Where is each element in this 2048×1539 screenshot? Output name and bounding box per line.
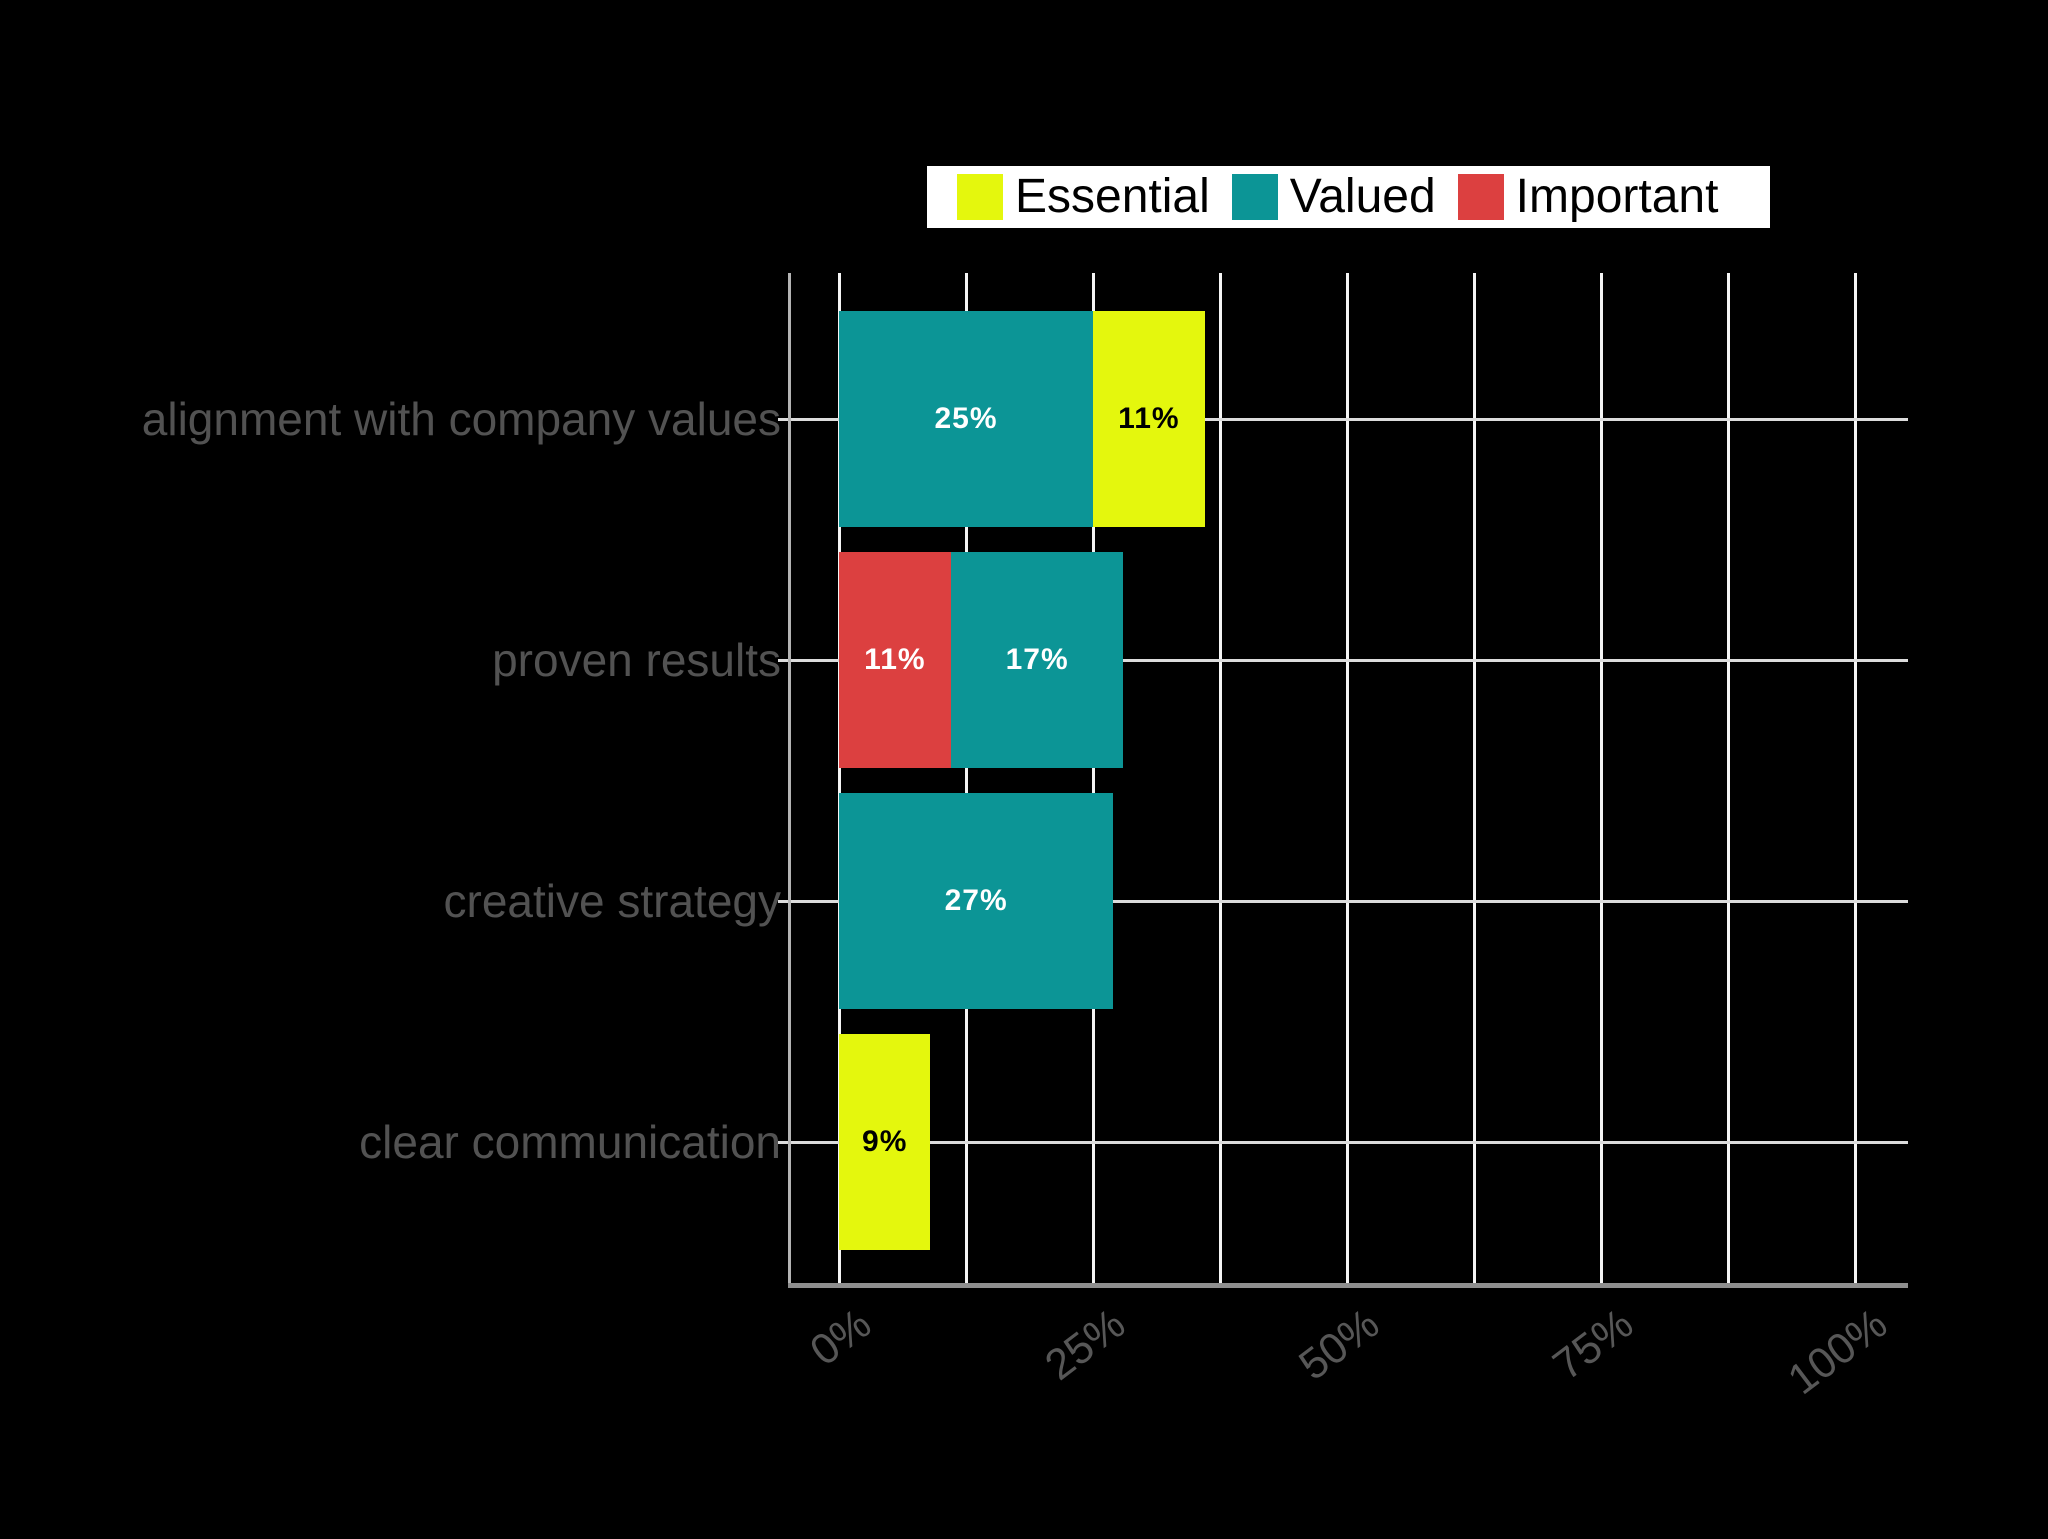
legend-label: Essential <box>1015 170 1210 223</box>
gridline-horizontal <box>778 900 1908 903</box>
bar-segment: 9% <box>839 1034 931 1250</box>
gridline-horizontal <box>778 659 1908 662</box>
legend-item: Valued <box>1231 170 1436 223</box>
category-label: proven results <box>492 634 781 686</box>
legend-swatch-important <box>1457 174 1504 220</box>
bar-segment: 11% <box>839 552 951 768</box>
legend-item: Important <box>1457 170 1719 223</box>
gridline-vertical <box>1854 273 1857 1285</box>
bar-segment: 25% <box>839 311 1093 527</box>
gridline-vertical <box>965 273 968 1285</box>
category-label: clear communication <box>359 1116 781 1168</box>
legend-swatch-essential <box>957 174 1003 220</box>
x-tick-label: 25% <box>1036 1299 1135 1390</box>
x-tick-label: 100% <box>1779 1299 1897 1405</box>
legend-item: Essential <box>957 173 1210 221</box>
gridline-vertical <box>1092 273 1095 1285</box>
bar-segment: 27% <box>839 793 1114 1009</box>
gridline-vertical <box>1219 273 1222 1285</box>
gridline-horizontal <box>778 1141 1908 1144</box>
x-tick-label: 50% <box>1290 1299 1389 1390</box>
legend-label: Valued <box>1289 170 1436 223</box>
bar-value-label: 17% <box>1005 643 1069 676</box>
gridline-vertical <box>1346 273 1349 1285</box>
gridline-vertical <box>1600 273 1603 1285</box>
gridline-vertical <box>1727 273 1730 1285</box>
x-axis-line <box>788 1283 1908 1288</box>
bar-value-label: 9% <box>862 1125 908 1158</box>
gridline-vertical <box>1473 273 1476 1285</box>
x-tick-label: 0% <box>801 1299 881 1376</box>
bar-value-label: 27% <box>944 884 1008 917</box>
gridline-vertical <box>838 273 841 1285</box>
legend-label: Important <box>1515 170 1719 223</box>
category-label: creative strategy <box>443 875 781 927</box>
bar-segment: 11% <box>1093 311 1205 527</box>
bar-segment: 17% <box>950 552 1124 768</box>
legend: Essential Valued Important <box>927 166 1770 228</box>
x-tick-label: 75% <box>1544 1299 1643 1390</box>
bar-value-label: 25% <box>934 402 998 435</box>
y-axis-spine <box>788 273 791 1285</box>
bar-value-label: 11% <box>864 643 926 676</box>
category-label: alignment with company values <box>141 393 781 445</box>
legend-swatch-valued <box>1231 174 1278 220</box>
bar-value-label: 11% <box>1118 402 1180 435</box>
gridline-horizontal <box>778 418 1908 421</box>
